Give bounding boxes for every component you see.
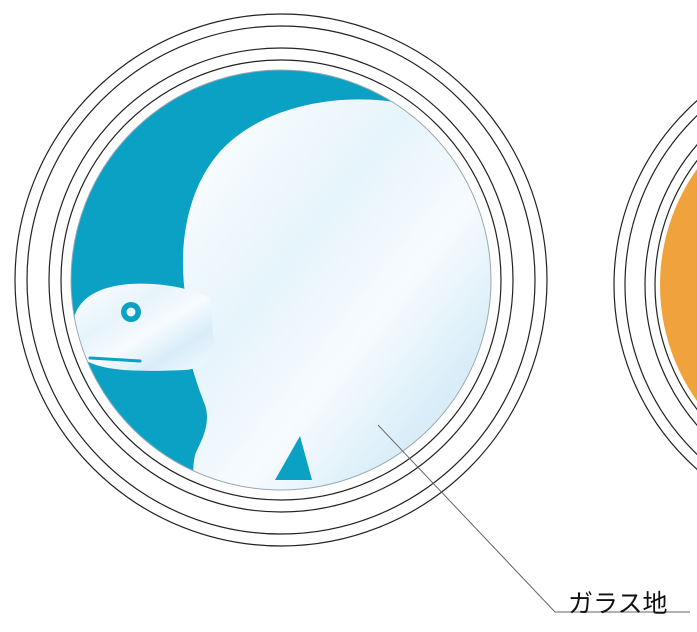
inner-ring-inner: [60, 59, 502, 501]
glass-base-label: ガラス地: [568, 589, 668, 618]
orange-disc-partial: [660, 85, 697, 485]
outer-ring-inner: [26, 25, 536, 535]
tortoise-silhouette-icon: [72, 99, 491, 490]
right-outer-ring-inner: [624, 114, 697, 456]
right-outer-ring-outer: [613, 100, 697, 470]
callout-leader: [377, 424, 690, 613]
outer-ring-outer: [14, 13, 548, 547]
inner-ring-outer: [48, 47, 514, 513]
right-porthole: [613, 85, 697, 485]
left-porthole: [14, 13, 548, 547]
right-inner-ring-outer: [644, 143, 697, 427]
window-face: [71, 70, 491, 490]
right-inner-ring-inner: [654, 159, 697, 411]
